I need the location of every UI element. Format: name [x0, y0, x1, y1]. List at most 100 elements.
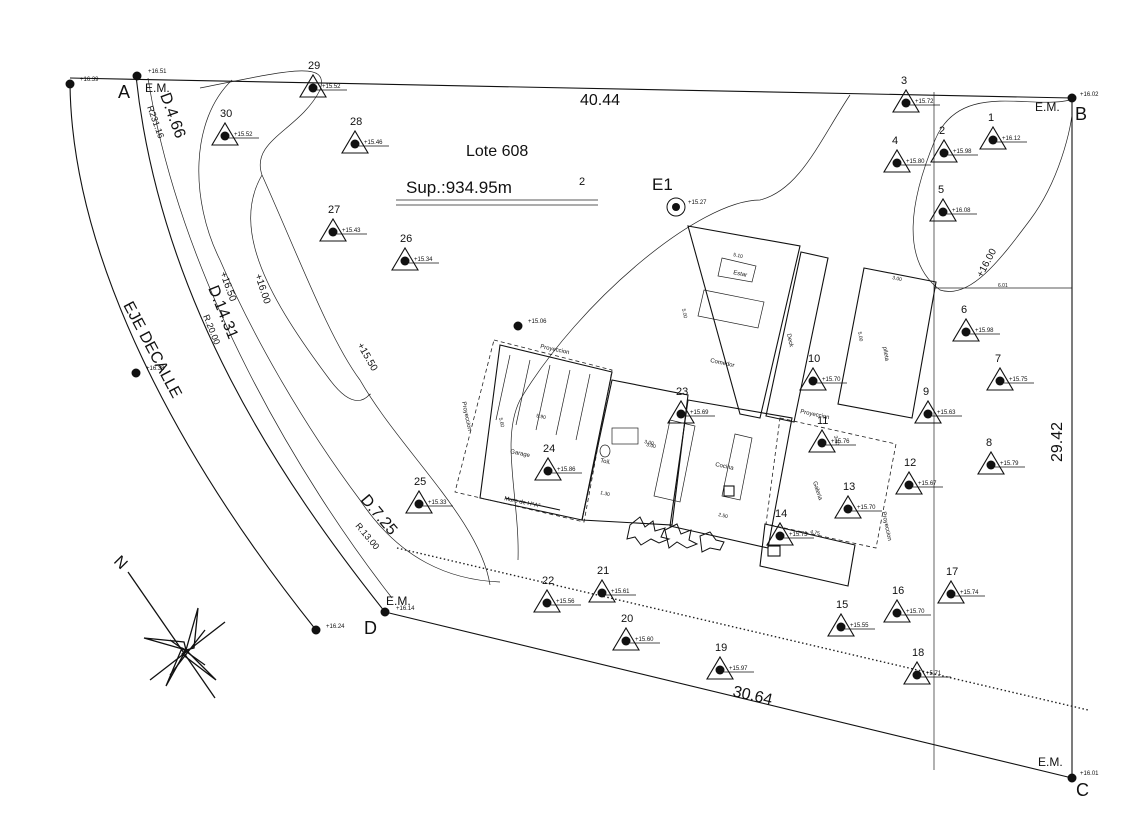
corner-d: D: [364, 618, 377, 638]
survey-point-marker: [597, 588, 607, 598]
survey-point-elevation: +15.52: [322, 84, 341, 90]
dim-small-l: 5.00: [680, 308, 688, 319]
elev-far-a: +16.39: [80, 77, 99, 83]
survey-point-number: 7: [995, 353, 1001, 365]
survey-point-number: 10: [808, 353, 820, 365]
em-c: E.M.: [1038, 755, 1063, 769]
survey-point: 2+15.98: [930, 125, 978, 163]
survey-point-elevation: +15.72: [915, 99, 934, 105]
survey-point-elevation: +15.97: [729, 666, 748, 672]
survey-point: 20+15.60: [612, 613, 660, 651]
survey-point-elevation: +16.12: [1002, 136, 1021, 142]
survey-point: 13+15.70: [834, 481, 882, 519]
room-proyeccion-1: Proyeccion: [540, 344, 570, 356]
station-label: E1: [652, 175, 673, 194]
survey-point-elevation: +15.70: [906, 609, 925, 615]
survey-triangle-icon: [341, 129, 369, 154]
elev-a: +16.51: [148, 69, 167, 75]
survey-triangle-icon: [827, 612, 855, 637]
survey-triangle-icon: [914, 399, 942, 424]
survey-point-marker: [904, 480, 914, 490]
survey-point: 11+15.76: [808, 415, 856, 453]
survey-point: 29+15.52: [299, 60, 347, 98]
survey-point-number: 30: [220, 108, 232, 120]
survey-point-elevation: +15.34: [414, 257, 433, 263]
survey-triangle-icon: [706, 655, 734, 680]
survey-point-number: 8: [986, 437, 992, 449]
survey-point-marker: [892, 608, 902, 618]
contour-labels: +16.50 +16.00 +15.50 +16.00: [217, 247, 999, 374]
survey-point-elevation: +5.71: [926, 671, 942, 677]
survey-point-elevation: +15.76: [831, 439, 850, 445]
survey-point-elevation: +15.52: [234, 132, 253, 138]
dim-right: 29.42: [1049, 422, 1066, 462]
survey-triangle-icon: [799, 366, 827, 391]
arc-dimensions: D.4.66 R231.16 D.14.31 R.20.00 D.7.25 R.…: [145, 91, 400, 552]
survey-point-marker: [938, 207, 948, 217]
dim-small-e: 3.00: [644, 439, 655, 447]
survey-point-marker: [775, 531, 785, 541]
survey-point-number: 1: [988, 112, 994, 124]
survey-point-marker: [621, 636, 631, 646]
shrubs: [626, 516, 725, 553]
survey-triangle-icon: [766, 521, 794, 546]
survey-point: 26+15.34: [391, 233, 439, 271]
street-label: EJE DECALLE: [119, 299, 184, 401]
survey-point-elevation: +15.69: [690, 410, 709, 416]
survey-point: 8+15.79: [977, 437, 1025, 475]
survey-point-marker: [961, 327, 971, 337]
elev-bottom-left: +16.24: [326, 624, 345, 630]
survey-point: 17+15.74: [937, 566, 985, 604]
survey-triangle-icon: [533, 588, 561, 613]
survey-point-elevation: +15.67: [918, 481, 937, 487]
survey-point-elevation: +15.80: [906, 159, 925, 165]
survey-point-marker: [946, 589, 956, 599]
survey-point-number: 19: [715, 642, 727, 654]
survey-triangle-icon: [808, 428, 836, 453]
corner-c: C: [1076, 780, 1089, 800]
survey-points: 1+16.122+15.983+15.724+15.805+16.086+15.…: [211, 60, 1034, 685]
room-proyeccion-2: Proyeccion: [460, 401, 472, 431]
corner-labels: A B C D E.M. E.M. E.M. E.M.: [118, 81, 1089, 800]
room-cocina: Cocina: [715, 462, 735, 472]
survey-triangle-icon: [979, 125, 1007, 150]
dim-small-c: 6.01: [998, 283, 1008, 289]
survey-triangle-icon: [903, 660, 931, 685]
station-e1: E1 +15.27: [652, 175, 707, 217]
spot-elev: +15.06: [528, 319, 547, 325]
survey-point-elevation: +15.98: [975, 328, 994, 334]
survey-point-elevation: +15.74: [960, 590, 979, 596]
survey-triangle-icon: [986, 366, 1014, 391]
survey-triangle-icon: [299, 73, 327, 98]
survey-point-marker: [715, 665, 725, 675]
survey-point-number: 12: [904, 457, 916, 469]
room-deck: Deck: [785, 333, 794, 349]
north-arrow: [127, 571, 226, 699]
survey-point-number: 25: [414, 476, 426, 488]
survey-point: 6+15.98: [952, 304, 1000, 342]
survey-point: 18+5.71: [903, 647, 951, 685]
room-comedor: Comedor: [710, 358, 735, 369]
lot-boundary: [69, 77, 1089, 779]
elev-c: +16.01: [1080, 771, 1099, 777]
survey-point: 27+15.43: [319, 204, 367, 242]
corner-a: A: [118, 82, 130, 102]
survey-point-marker: [988, 135, 998, 145]
survey-point-marker: [328, 227, 338, 237]
dim-small-g: 1.30: [600, 490, 611, 498]
survey-point-number: 14: [775, 508, 787, 520]
elev-b: +16.02: [1080, 92, 1099, 98]
survey-triangle-icon: [211, 121, 239, 146]
house-plan: [454, 225, 937, 587]
survey-point-marker: [939, 148, 949, 158]
survey-point-number: 22: [542, 575, 554, 587]
survey-point: 22+15.56: [533, 575, 581, 613]
survey-point-elevation: +15.73: [789, 532, 808, 538]
dim-small-k: 3.50: [832, 435, 840, 446]
survey-point-marker: [986, 460, 996, 470]
survey-point-marker: [901, 98, 911, 108]
survey-point-marker: [923, 409, 933, 419]
survey-point-number: 20: [621, 613, 633, 625]
lot-surface-sup: 2: [579, 176, 585, 188]
